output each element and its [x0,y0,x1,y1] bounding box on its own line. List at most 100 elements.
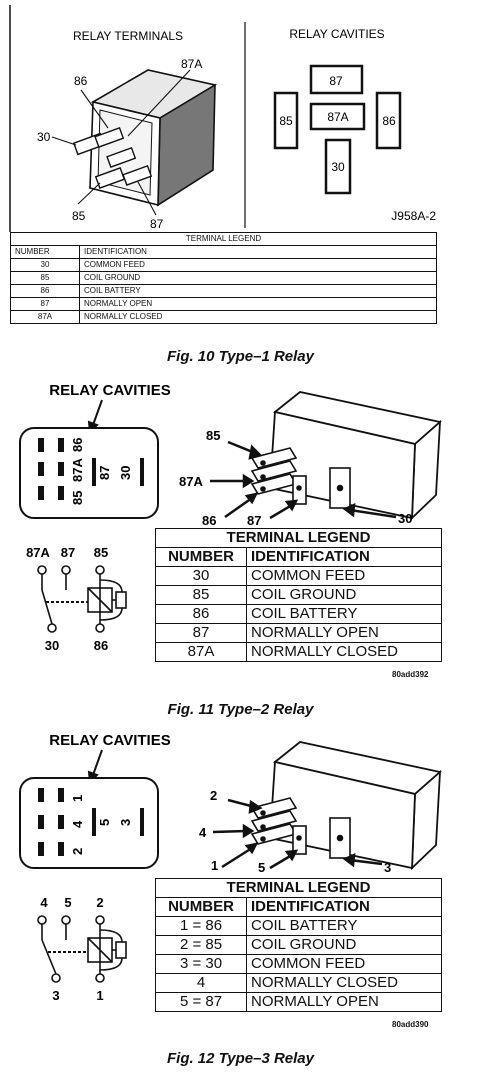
legend-number: 4 [155,973,247,993]
fig12-terminal-legend: TERMINAL LEGEND NUMBER IDENTIFICATION 1 … [155,878,442,1012]
schematic-label-85: 85 [94,545,108,560]
cavity-label-5: 5 [97,819,112,826]
legend-header-identification: IDENTIFICATION [79,245,437,259]
legend-number: 30 [155,566,247,586]
terminal-label-87a: 87A [181,57,202,71]
fig10-caption: Fig. 10 Type–1 Relay [166,348,314,365]
legend-number: 87A [10,310,80,324]
legend-number: 87A [155,642,247,662]
legend-identification: NORMALLY CLOSED [246,642,442,662]
terminal-label-86: 86 [74,74,88,88]
legend-identification: COIL GROUND [246,585,442,605]
terminal-label-85: 85 [72,209,86,223]
fig11-drawing: RELAY CAVITIES 85 87A 86 87 30 [19,382,442,528]
cavity-label-87: 87 [329,74,343,88]
legend-number: 1 = 86 [155,916,247,936]
legend-number: 2 = 85 [155,935,247,955]
cavity-label-87a: 87A [70,458,85,482]
cavity-label-85: 85 [70,491,85,505]
legend-identification: COIL GROUND [246,935,442,955]
legend-header-number: NUMBER [155,897,247,917]
cavity-label-87: 87 [97,466,112,480]
schematic-label-1: 1 [96,988,103,1003]
terminal-label-1: 1 [211,858,218,873]
schematic-label-3: 3 [52,988,59,1003]
cavity-slots [38,788,144,856]
cavity-housing [19,777,159,869]
legend-identification: NORMALLY CLOSED [246,973,442,993]
terminal-label-30: 30 [398,511,412,526]
legend-identification: NORMALLY OPEN [246,623,442,643]
legend-identification: NORMALLY CLOSED [79,310,437,324]
figure-code: J958A-2 [391,209,436,223]
fig12-drawing: RELAY CAVITIES 1 4 2 5 3 [19,732,442,875]
cavity-label-86: 86 [382,114,396,128]
cavities-title: RELAY CAVITIES [49,732,170,749]
fig12-schematic: 4 5 2 3 1 [37,895,127,1003]
cavity-label-30: 30 [331,160,345,174]
legend-number: 5 = 87 [155,992,247,1012]
figure-ref-code: 80add392 [392,670,429,679]
legend-identification: NORMALLY OPEN [246,992,442,1012]
terminal-label-87: 87 [247,513,261,528]
relay-body [269,741,442,871]
legend-identification: COMMON FEED [246,566,442,586]
schematic-label-5: 5 [64,895,71,910]
schematic-label-30: 30 [45,638,59,653]
cavity-label-3: 3 [118,819,133,826]
terminal-label-3: 3 [384,860,391,875]
legend-number: 87 [155,623,247,643]
terminal-label-85: 85 [206,428,220,443]
cavity-label-4: 4 [70,820,85,828]
legend-identification: COMMON FEED [79,258,437,272]
legend-title: TERMINAL LEGEND [155,878,442,898]
legend-number: 87 [10,297,80,311]
relay-pins [250,797,351,859]
terminal-label-87: 87 [150,217,164,231]
relay-pins [250,447,351,509]
cavity-label-87a: 87A [327,110,348,124]
terminal-label-5: 5 [258,860,265,875]
fig12-caption: Fig. 12 Type–3 Relay [166,1050,314,1067]
legend-identification: COMMON FEED [246,954,442,974]
legend-identification: NORMALLY OPEN [79,297,437,311]
relay-cavities-title: RELAY CAVITIES [289,27,384,41]
fig10-terminal-legend: TERMINAL LEGEND NUMBER IDENTIFICATION 30… [10,232,437,324]
relay-terminals-title: RELAY TERMINALS [73,29,183,43]
legend-title: TERMINAL LEGEND [10,232,437,246]
legend-number: 86 [10,284,80,298]
cavity-label-86: 86 [70,438,85,452]
legend-number: 85 [10,271,80,285]
schematic-label-86: 86 [94,638,108,653]
terminal-label-2: 2 [210,788,217,803]
schematic-label-2: 2 [96,895,103,910]
legend-header-number: NUMBER [10,245,80,259]
schematic-label-87a: 87A [26,545,50,560]
fig11-terminal-legend: TERMINAL LEGEND NUMBER IDENTIFICATION 30… [155,528,442,662]
legend-header-identification: IDENTIFICATION [246,897,442,917]
fig11-schematic: 87A 87 85 30 86 [26,545,127,653]
terminal-label-87a: 87A [179,474,203,489]
fig10-drawing: RELAY TERMINALS RELAY CAVITIES 86 87A 30 [9,5,436,232]
legend-identification: COIL BATTERY [79,284,437,298]
legend-identification: COIL BATTERY [246,916,442,936]
cavity-label-2: 2 [70,848,85,855]
figure-ref-code: 80add390 [392,1020,429,1029]
terminal-label-86: 86 [202,513,216,528]
legend-header-number: NUMBER [155,547,247,567]
cavity-label-85: 85 [279,114,293,128]
